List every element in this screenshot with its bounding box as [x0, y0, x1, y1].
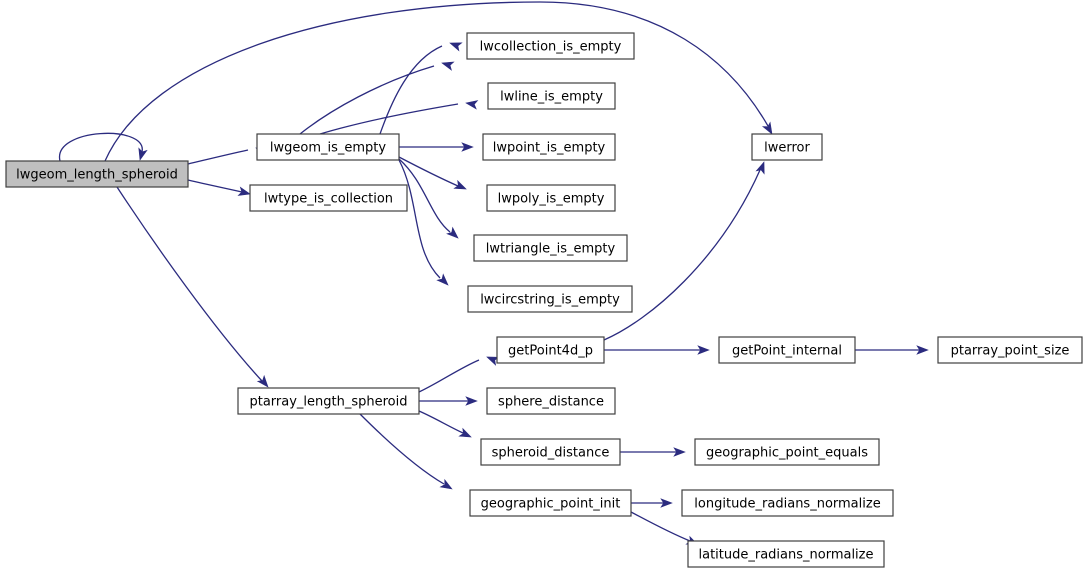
arrow-head-icon	[916, 345, 929, 355]
edge-lwgeom_is_empty-to-lwpoint_is_empty	[399, 142, 474, 152]
arrow-head-icon	[449, 42, 463, 52]
node-ptarray_point_size[interactable]: ptarray_point_size	[937, 336, 1083, 364]
edge-lwgeom_is_empty-to-lwpoly_is_empty	[398, 156, 467, 190]
arrow-head-icon	[453, 179, 467, 190]
nodes-layer: lwgeom_length_spheroid lwtype_is_collecti…	[5, 32, 1083, 568]
edge-line	[104, 1, 769, 162]
node-box[interactable]	[694, 438, 880, 466]
node-latitude_radians_normalize[interactable]: latitude_radians_normalize	[687, 540, 885, 568]
arrow-head-icon	[441, 61, 455, 71]
arrow-head-icon	[673, 447, 686, 457]
edge-ptarray_length_spheroid-to-getPoint4d_p	[418, 356, 500, 393]
node-box[interactable]	[5, 160, 189, 188]
edge-line	[187, 149, 249, 165]
node-box[interactable]	[486, 184, 616, 212]
node-lwgeom_length_spheroid[interactable]: lwgeom_length_spheroid	[5, 160, 189, 188]
arrow-head-icon	[461, 142, 474, 152]
node-box[interactable]	[256, 133, 400, 161]
edge-line	[187, 179, 243, 193]
edge-getPoint4d_p-to-lwerror	[603, 161, 765, 341]
edge-line	[116, 186, 263, 382]
node-lwgeom_is_empty[interactable]: lwgeom_is_empty	[256, 133, 400, 161]
edge-spheroid_distance-to-geographic_point_equals	[620, 447, 686, 457]
node-getPoint4d_p[interactable]: getPoint4d_p	[496, 336, 605, 364]
node-geographic_point_equals[interactable]: geographic_point_equals	[694, 438, 880, 466]
node-box[interactable]	[249, 184, 408, 212]
node-box[interactable]	[718, 336, 856, 364]
node-box[interactable]	[482, 133, 616, 161]
arrow-head-icon	[237, 186, 251, 196]
arrow-head-icon	[458, 427, 472, 438]
edge-line	[379, 45, 443, 135]
node-box[interactable]	[751, 133, 823, 161]
node-box[interactable]	[681, 489, 894, 517]
arrow-head-icon	[436, 273, 449, 286]
arrow-head-icon	[465, 100, 479, 110]
arrow-head-icon	[446, 226, 459, 239]
node-getPoint_internal[interactable]: getPoint_internal	[718, 336, 856, 364]
arrow-head-icon	[138, 147, 148, 161]
edge-line	[418, 359, 480, 393]
arrow-head-icon	[660, 498, 673, 508]
edge-lwgeom_length_spheroid-to-lwtype_is_collection	[187, 179, 251, 196]
node-lwpoly_is_empty[interactable]: lwpoly_is_empty	[486, 184, 616, 212]
node-lwcollection_is_empty[interactable]: lwcollection_is_empty	[466, 32, 635, 60]
arrow-head-icon	[439, 478, 453, 490]
node-lwtriangle_is_empty[interactable]: lwtriangle_is_empty	[473, 234, 628, 262]
edge-line	[59, 132, 143, 162]
edge-lwgeom_length_spheroid-to-lwerror	[104, 1, 773, 162]
arrow-head-icon	[256, 374, 269, 388]
node-ptarray_length_spheroid[interactable]: ptarray_length_spheroid	[237, 387, 420, 415]
node-box[interactable]	[469, 489, 632, 517]
node-box[interactable]	[687, 540, 885, 568]
edge-line	[299, 65, 435, 135]
node-box[interactable]	[467, 285, 633, 313]
node-lwcircstring_is_empty[interactable]: lwcircstring_is_empty	[467, 285, 633, 313]
edge-line	[418, 410, 464, 434]
arrow-head-icon	[761, 121, 773, 135]
arrow-head-icon	[697, 345, 710, 355]
node-box[interactable]	[496, 336, 605, 364]
node-box[interactable]	[480, 438, 621, 466]
edge-geographic_point_init-to-longitude_radians_normalize	[631, 498, 673, 508]
node-spheroid_distance[interactable]: spheroid_distance	[480, 438, 621, 466]
node-lwtype_is_collection[interactable]: lwtype_is_collection	[249, 184, 408, 212]
edge-getPoint_internal-to-ptarray_point_size	[855, 345, 929, 355]
edge-getPoint4d_p-to-getPoint_internal	[604, 345, 710, 355]
node-box[interactable]	[487, 82, 616, 110]
edge-ptarray_length_spheroid-to-spheroid_distance	[418, 410, 472, 438]
edge-line	[398, 156, 459, 187]
node-box[interactable]	[237, 387, 420, 415]
edge-ptarray_length_spheroid-to-geographic_point_init	[359, 413, 453, 490]
edge-line	[398, 158, 451, 233]
node-lwerror[interactable]: lwerror	[751, 133, 823, 161]
edges-layer	[59, 1, 929, 546]
node-longitude_radians_normalize[interactable]: longitude_radians_normalize	[681, 489, 894, 517]
node-box[interactable]	[466, 32, 635, 60]
arrow-head-icon	[755, 161, 765, 175]
node-box[interactable]	[486, 387, 616, 415]
node-sphere_distance[interactable]: sphere_distance	[486, 387, 616, 415]
node-lwpoint_is_empty[interactable]: lwpoint_is_empty	[482, 133, 616, 161]
node-box[interactable]	[937, 336, 1083, 364]
arrow-head-icon	[465, 396, 478, 406]
edge-lwgeom_is_empty-to-lwcircstring_is_empty	[398, 159, 449, 286]
node-box[interactable]	[473, 234, 628, 262]
edge-lwgeom_length_spheroid-to-lwgeom_length_spheroid	[59, 132, 148, 162]
arrow-head-icon	[486, 356, 500, 366]
edge-lwgeom_is_empty-to-lwgeom_is_empty-back1	[379, 42, 463, 135]
edge-lwgeom_length_spheroid-to-lwgeom_is_empty	[187, 146, 269, 165]
edge-line	[603, 169, 761, 341]
edge-line	[398, 159, 441, 279]
node-geographic_point_init[interactable]: geographic_point_init	[469, 489, 632, 517]
edge-ptarray_length_spheroid-to-sphere_distance	[419, 396, 478, 406]
edge-line	[319, 103, 459, 135]
edge-lwgeom_is_empty-to-lwcollection_is_empty	[299, 61, 455, 135]
edge-lwgeom_is_empty-to-lwtriangle_is_empty	[398, 158, 459, 239]
edge-line	[630, 511, 691, 542]
node-lwline_is_empty[interactable]: lwline_is_empty	[487, 82, 616, 110]
edge-lwgeom_length_spheroid-to-ptarray_length_spheroid	[116, 186, 269, 388]
edge-line	[359, 413, 445, 485]
